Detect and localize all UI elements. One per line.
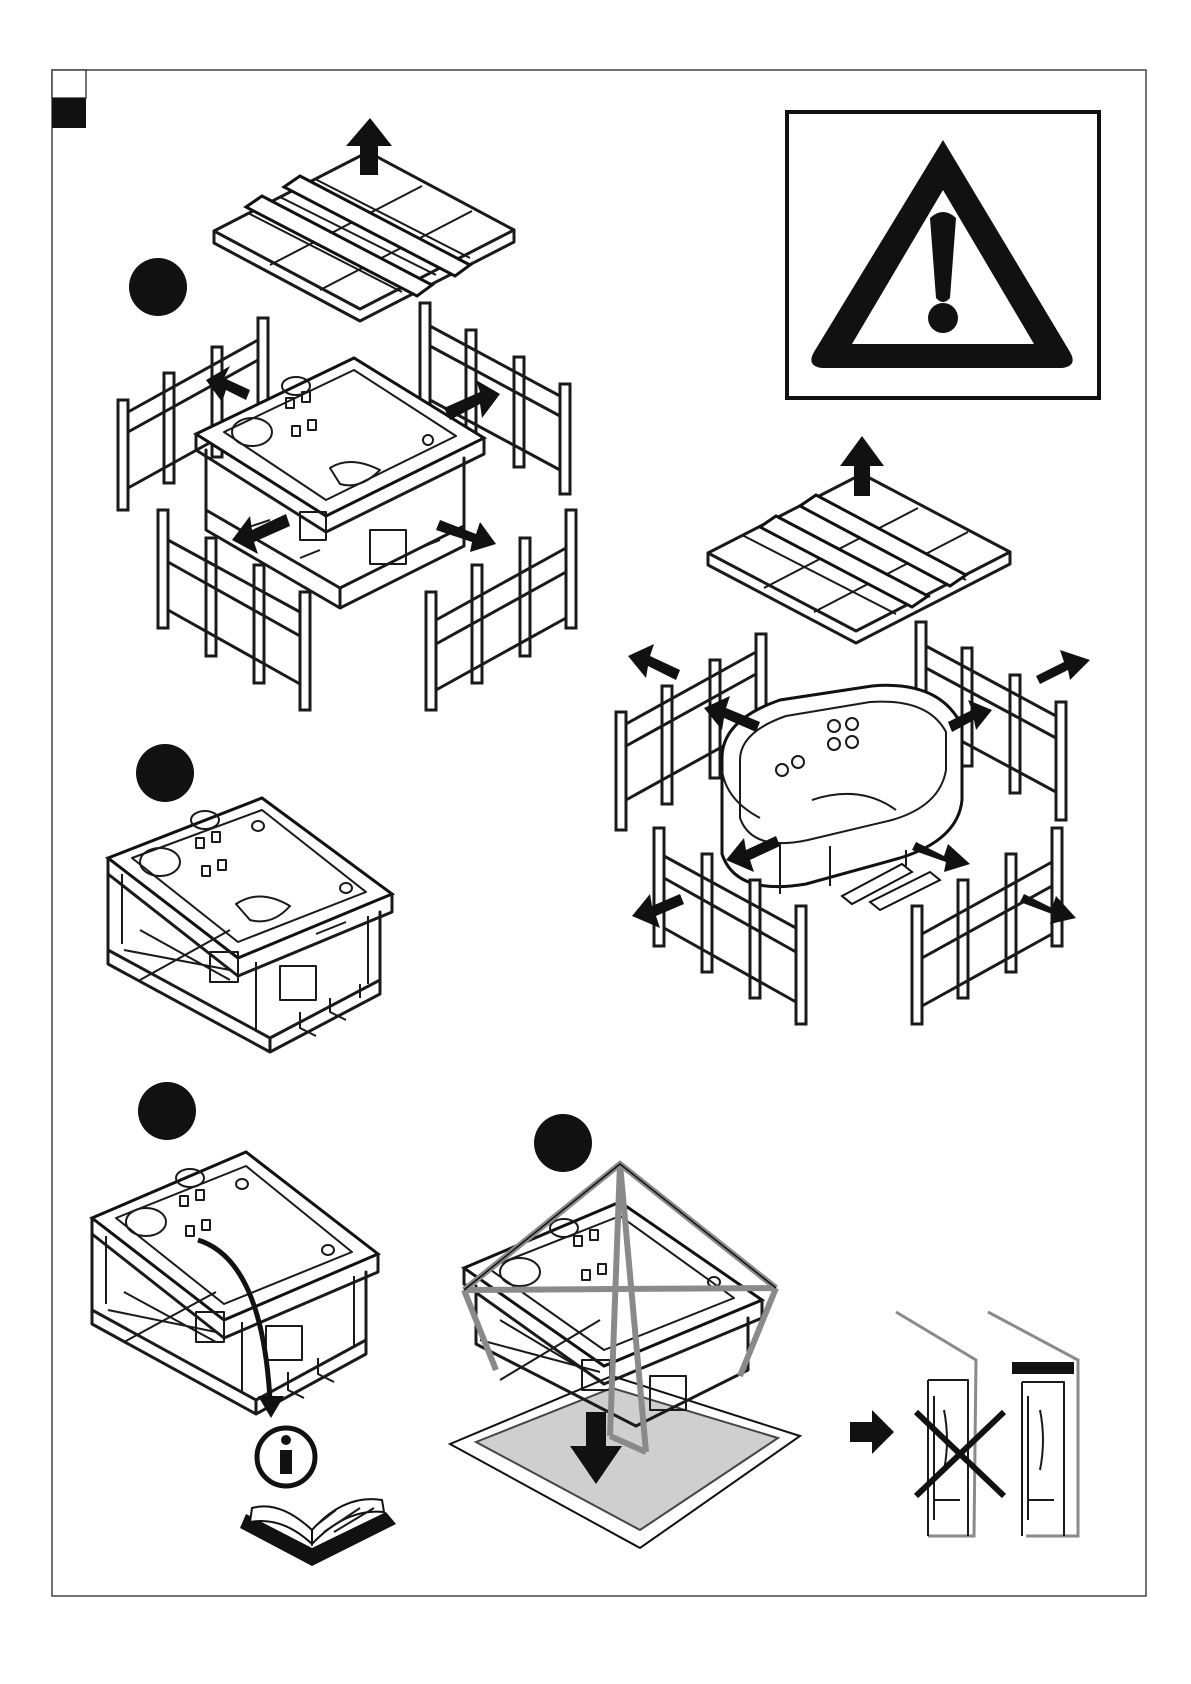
step-1: [118, 118, 576, 710]
step-4: [450, 1114, 800, 1548]
round-spa-lid: [708, 474, 1010, 643]
cross-mark-icon: [916, 1412, 1004, 1496]
detail-correct: [988, 1312, 1078, 1536]
arrow-up-icon: [840, 436, 884, 496]
step-4-base: [450, 1376, 800, 1548]
edge-detail: [850, 1312, 1078, 1536]
step-4-marker: [534, 1114, 592, 1172]
warning-sign: [787, 112, 1099, 398]
info-circle-icon: [257, 1428, 315, 1486]
open-book-icon: [240, 1499, 396, 1566]
step-2-marker: [136, 744, 194, 802]
corner-tab-empty: [52, 70, 86, 98]
round-spa-unpacking: [616, 436, 1090, 1024]
arrow-right-icon: [850, 1410, 894, 1454]
round-spa-tub: [722, 685, 962, 910]
corner-tab-filled: [52, 98, 86, 128]
arrow-down-left-icon: [232, 514, 290, 554]
step-3: [92, 1082, 396, 1566]
arrow-left-up-icon: [628, 644, 680, 680]
arrow-right-down-icon: [912, 842, 970, 872]
arrow-right-down-icon-2: [1020, 894, 1076, 924]
step-1-lid: [214, 152, 514, 321]
detail-incorrect: [896, 1312, 1004, 1536]
step-2: [108, 744, 392, 1052]
arrow-up-icon: [346, 118, 392, 175]
step-3-spa: [92, 1152, 378, 1414]
step-1-marker: [129, 258, 187, 316]
step-3-marker: [138, 1082, 196, 1140]
step-2-spa: [108, 798, 392, 1052]
step-1-fence-right-front: [426, 510, 576, 710]
arrow-down-icon: [258, 1396, 284, 1418]
arrow-right-up-icon-2: [1036, 650, 1090, 684]
